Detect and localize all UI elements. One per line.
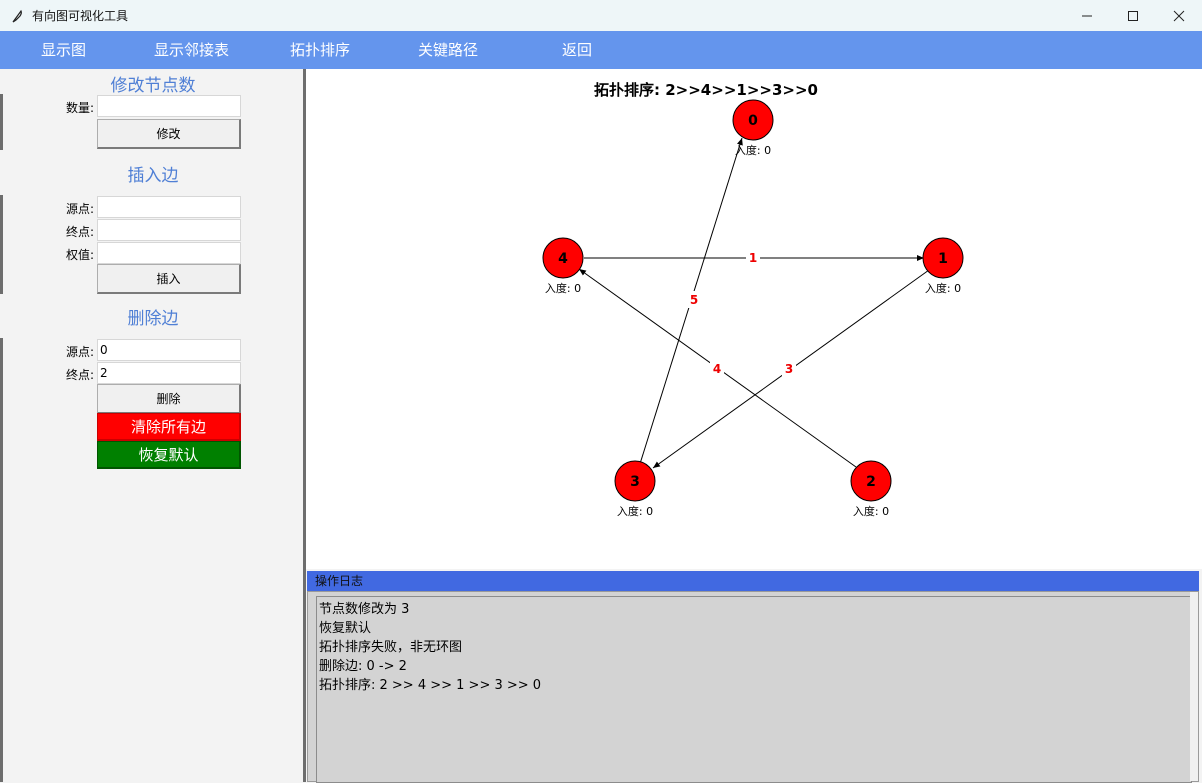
node-indegree-0: 入度: 0 bbox=[735, 143, 771, 157]
node-label-4: 4 bbox=[558, 251, 568, 267]
insert-button[interactable]: 插入 bbox=[97, 264, 241, 294]
log-line: 恢复默认 bbox=[319, 621, 372, 636]
graph-node-0[interactable]: 0 入度: 0 bbox=[732, 99, 774, 157]
title-bar: 有向图可视化工具 bbox=[0, 0, 1202, 31]
menu-topological-sort[interactable]: 拓扑排序 bbox=[290, 41, 351, 59]
close-button[interactable] bbox=[1156, 0, 1202, 31]
edge-weight-1-3: 3 bbox=[785, 362, 793, 376]
modify-nodes-section bbox=[0, 94, 306, 150]
delete-edge-section bbox=[0, 338, 306, 782]
node-indegree-4: 入度: 0 bbox=[545, 281, 581, 295]
log-textbox[interactable]: 节点数修改为 3 恢复默认 拓扑排序失败，非无环图 删除边: 0 -> 2 拓扑… bbox=[316, 596, 1192, 783]
menu-show-graph[interactable]: 显示图 bbox=[41, 41, 87, 59]
restore-default-button[interactable]: 恢复默认 bbox=[97, 441, 241, 469]
feather-icon bbox=[12, 9, 22, 22]
node-label-1: 1 bbox=[938, 251, 948, 267]
node-label-3: 3 bbox=[630, 474, 640, 490]
node-indegree-3: 入度: 0 bbox=[617, 504, 653, 518]
window-title: 有向图可视化工具 bbox=[32, 9, 129, 23]
graph-svg: 拓扑排序: 2>>4>>1>>3>>0 1 3 4 5 0 入度: 0 1 入度… bbox=[542, 81, 964, 518]
node-count-label: 数量: bbox=[65, 101, 94, 115]
graph-node-4[interactable]: 4 入度: 0 bbox=[542, 237, 584, 295]
minimize-button[interactable] bbox=[1064, 0, 1110, 31]
node-count-input[interactable] bbox=[97, 95, 241, 117]
graph-node-2[interactable]: 2 入度: 0 bbox=[850, 460, 892, 518]
node-label-0: 0 bbox=[748, 113, 758, 129]
log-line: 拓扑排序失败，非无环图 bbox=[319, 640, 463, 655]
delete-target-input[interactable] bbox=[97, 362, 241, 384]
node-indegree-2: 入度: 0 bbox=[853, 504, 889, 518]
insert-weight-label: 权值: bbox=[65, 248, 94, 262]
modify-nodes-title: 修改节点数 bbox=[110, 76, 196, 96]
delete-button[interactable]: 删除 bbox=[97, 384, 241, 414]
modify-button[interactable]: 修改 bbox=[97, 119, 241, 149]
insert-weight-input[interactable] bbox=[97, 242, 241, 264]
log-line: 节点数修改为 3 bbox=[319, 602, 410, 617]
graph-node-3[interactable]: 3 入度: 0 bbox=[614, 460, 656, 518]
node-indegree-1: 入度: 0 bbox=[925, 281, 961, 295]
edge-weight-2-4: 4 bbox=[713, 362, 721, 376]
graph-canvas[interactable]: 拓扑排序: 2>>4>>1>>3>>0 1 3 4 5 0 入度: 0 1 入度… bbox=[306, 69, 1202, 569]
insert-edge-title: 插入边 bbox=[127, 166, 179, 186]
close-icon bbox=[1173, 10, 1185, 21]
insert-target-input[interactable] bbox=[97, 219, 241, 241]
node-label-2: 2 bbox=[866, 474, 876, 490]
delete-source-input[interactable] bbox=[97, 339, 241, 361]
insert-source-input[interactable] bbox=[97, 196, 241, 218]
menu-back[interactable]: 返回 bbox=[562, 41, 593, 59]
topo-sort-heading: 拓扑排序: 2>>4>>1>>3>>0 bbox=[594, 81, 818, 99]
log-line: 拓扑排序: 2 >> 4 >> 1 >> 3 >> 0 bbox=[319, 678, 542, 693]
edge-weight-3-0: 5 bbox=[690, 293, 698, 307]
insert-target-label: 终点: bbox=[65, 225, 94, 239]
log-scrollbar[interactable] bbox=[1190, 592, 1198, 781]
delete-source-label: 源点: bbox=[65, 345, 94, 359]
left-panel: 修改节点数 数量: 修改 插入边 源点: 终点: 权值: 插入 删除边 源点: … bbox=[0, 69, 306, 782]
menu-critical-path[interactable]: 关键路径 bbox=[418, 41, 479, 59]
edge-weight-4-1: 1 bbox=[749, 251, 757, 265]
delete-edge-title: 删除边 bbox=[127, 309, 179, 329]
maximize-icon bbox=[1128, 10, 1138, 21]
insert-source-label: 源点: bbox=[65, 202, 94, 216]
log-title: 操作日志 bbox=[307, 571, 1199, 591]
maximize-button[interactable] bbox=[1110, 0, 1156, 31]
delete-target-label: 终点: bbox=[65, 368, 94, 382]
insert-edge-section bbox=[0, 195, 306, 294]
menu-show-adjacency-list[interactable]: 显示邻接表 bbox=[154, 41, 230, 59]
menu-bar: 显示图 显示邻接表 拓扑排序 关键路径 返回 bbox=[0, 31, 1202, 69]
log-panel: 节点数修改为 3 恢复默认 拓扑排序失败，非无环图 删除边: 0 -> 2 拓扑… bbox=[307, 591, 1199, 783]
clear-all-edges-button[interactable]: 清除所有边 bbox=[97, 413, 241, 441]
graph-node-1[interactable]: 1 入度: 0 bbox=[922, 237, 964, 295]
log-line: 删除边: 0 -> 2 bbox=[319, 659, 407, 674]
minimize-icon bbox=[1082, 15, 1092, 16]
